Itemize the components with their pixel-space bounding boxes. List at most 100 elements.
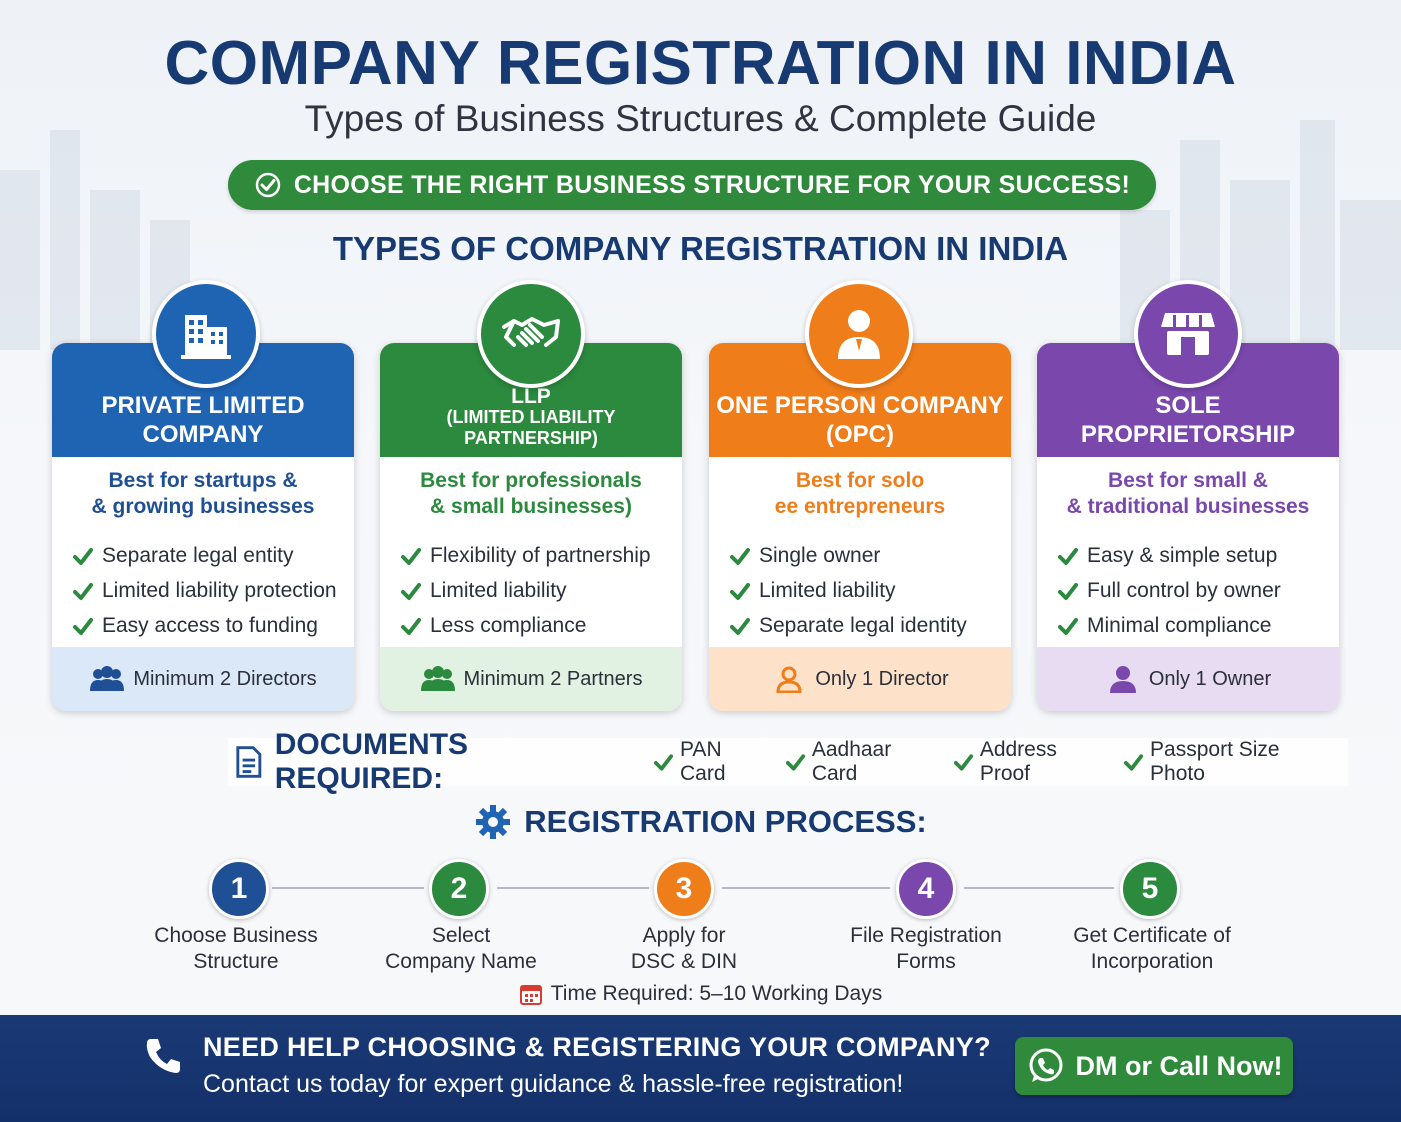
list-item: Limited liability (400, 573, 682, 608)
document-label: Passport Size Photo (1150, 738, 1280, 785)
card-title-line: (LIMITED LIABILITY (446, 407, 616, 427)
process-title: REGISTRATION PROCESS: (524, 804, 927, 839)
group-icon (420, 666, 455, 691)
person-icon (1109, 666, 1136, 693)
card-title-line: SOLE (1155, 392, 1221, 419)
card-title-line: LLP (511, 385, 551, 408)
documents-title: DOCUMENTS REQUIRED: (274, 728, 469, 795)
cta-label: DM or Call Now! (1075, 1050, 1283, 1081)
card-private-limited: PRIVATE LIMITED COMPANY Best for startup… (52, 343, 354, 711)
document-label: PAN Card (679, 738, 726, 785)
step-label: Apply for DSC & DIN (584, 923, 784, 975)
footer-bar: NEED HELP CHOOSING & REGISTERING YOUR CO… (0, 1015, 1401, 1122)
check-icon (730, 547, 750, 565)
check-icon (653, 754, 674, 771)
list-item: Limited liability (729, 573, 1011, 608)
card-tagline: Best for small & & traditional businesse… (1037, 468, 1339, 526)
step-label: Select Company Name (361, 923, 561, 975)
feature-text: Minimal compliance (1087, 613, 1272, 637)
card-footer-text: Only 1 Owner (1148, 667, 1272, 690)
feature-text: Limited liability (430, 578, 567, 602)
check-icon (401, 582, 421, 600)
check-icon (1123, 754, 1144, 771)
card-tagline: Best for solo ee entrepreneurs (709, 468, 1011, 526)
list-item: Full control by owner (1057, 573, 1339, 608)
banner-text: CHOOSE THE RIGHT BUSINESS STRUCTURE FOR … (293, 170, 1131, 199)
step-number: 3 (654, 859, 714, 919)
feature-list: Single owner Limited liability Separate … (709, 538, 1011, 643)
types-section-title: TYPES OF COMPANY REGISTRATION IN INDIA (332, 230, 1069, 267)
list-item: Less compliance (400, 608, 682, 643)
document-item: PAN Card (653, 738, 769, 786)
process-arrow (497, 887, 649, 889)
feature-text: Less compliance (430, 613, 587, 637)
list-item: Minimal compliance (1057, 608, 1339, 643)
list-item: Flexibility of partnership (400, 538, 682, 573)
feature-list: Flexibility of partnership Limited liabi… (380, 538, 682, 643)
phone-icon (146, 1039, 180, 1073)
card-tagline: Best for professionals & small businesse… (380, 468, 682, 526)
step-number: 2 (429, 859, 489, 919)
group-icon (90, 666, 125, 691)
footer-subline: Contact us today for expert guidance & h… (203, 1070, 904, 1098)
check-icon (730, 617, 750, 635)
footer-headline: NEED HELP CHOOSING & REGISTERING YOUR CO… (203, 1032, 991, 1062)
card-title-line: PARTNERSHIP) (464, 428, 598, 448)
card-footer-text: Minimum 2 Directors (133, 667, 317, 690)
card-badge (477, 280, 585, 388)
process-title-row: REGISTRATION PROCESS: (0, 803, 1401, 841)
step-label-line: File Registration (850, 924, 1002, 947)
check-icon (1058, 582, 1078, 600)
feature-text: Single owner (759, 543, 881, 567)
step-label: Choose Business Structure (136, 923, 336, 975)
feature-text: Full control by owner (1087, 578, 1281, 602)
card-title-line: PRIVATE LIMITED (101, 392, 305, 419)
time-required: Time Required: 5–10 Working Days (0, 982, 1401, 1006)
card-title-line: ONE PERSON COMPANY (716, 392, 1004, 419)
step-number: 1 (209, 859, 269, 919)
list-item: Easy & simple setup (1057, 538, 1339, 573)
step-number: 4 (896, 859, 956, 919)
card-footer-text: Only 1 Director (815, 667, 949, 690)
card-footer-text: Minimum 2 Partners (463, 667, 643, 690)
building-icon (181, 315, 231, 359)
step-label-line: Get Certificate of (1073, 924, 1231, 947)
shop-icon (1161, 313, 1215, 355)
step-label-line: Apply for (642, 924, 726, 947)
feature-text: Separate legal identity (759, 613, 967, 637)
step-label-line: Company Name (385, 950, 537, 973)
feature-list: Separate legal entity Limited liability … (52, 538, 354, 643)
tagline-line: Best for small & (1108, 469, 1268, 492)
step-label-line: DSC & DIN (630, 950, 738, 973)
card-badge (805, 280, 913, 388)
document-label: Aadhaar Card (811, 738, 892, 785)
process-arrow (964, 887, 1114, 889)
dm-call-button[interactable]: DM or Call Now! (1015, 1037, 1293, 1095)
document-icon (236, 746, 262, 778)
step-label: Get Certificate of Incorporation (1052, 923, 1252, 975)
check-icon (1058, 547, 1078, 565)
document-label: Address Proof (979, 738, 1057, 785)
check-icon (785, 754, 805, 771)
time-required-text: Time Required: 5–10 Working Days (550, 982, 883, 1005)
document-item: Aadhaar Card (785, 738, 937, 786)
check-icon (401, 547, 421, 565)
card-footer: Only 1 Director (709, 647, 1011, 711)
step-label-line: Select (431, 924, 491, 947)
feature-text: Separate legal entity (102, 543, 294, 567)
tagline-line: & traditional businesses (1066, 495, 1310, 518)
step-label-line: Choose Business (154, 924, 318, 947)
feature-text: Flexibility of partnership (430, 543, 651, 567)
page-subtitle: Types of Business Structures & Complete … (304, 98, 1097, 139)
card-footer: Minimum 2 Partners (380, 647, 682, 711)
step-label-line: Forms (896, 950, 956, 973)
list-item: Limited liability protection (72, 573, 354, 608)
check-icon (401, 617, 421, 635)
list-item: Single owner (729, 538, 1011, 573)
card-llp: LLP (LIMITED LIABILITY PARTNERSHIP) Best… (380, 343, 682, 711)
check-icon (73, 547, 93, 565)
document-item: Passport Size Photo (1123, 738, 1332, 786)
list-item: Separate legal identity (729, 608, 1011, 643)
card-title-line: (OPC) (826, 421, 894, 448)
tagline-banner: CHOOSE THE RIGHT BUSINESS STRUCTURE FOR … (228, 160, 1156, 210)
